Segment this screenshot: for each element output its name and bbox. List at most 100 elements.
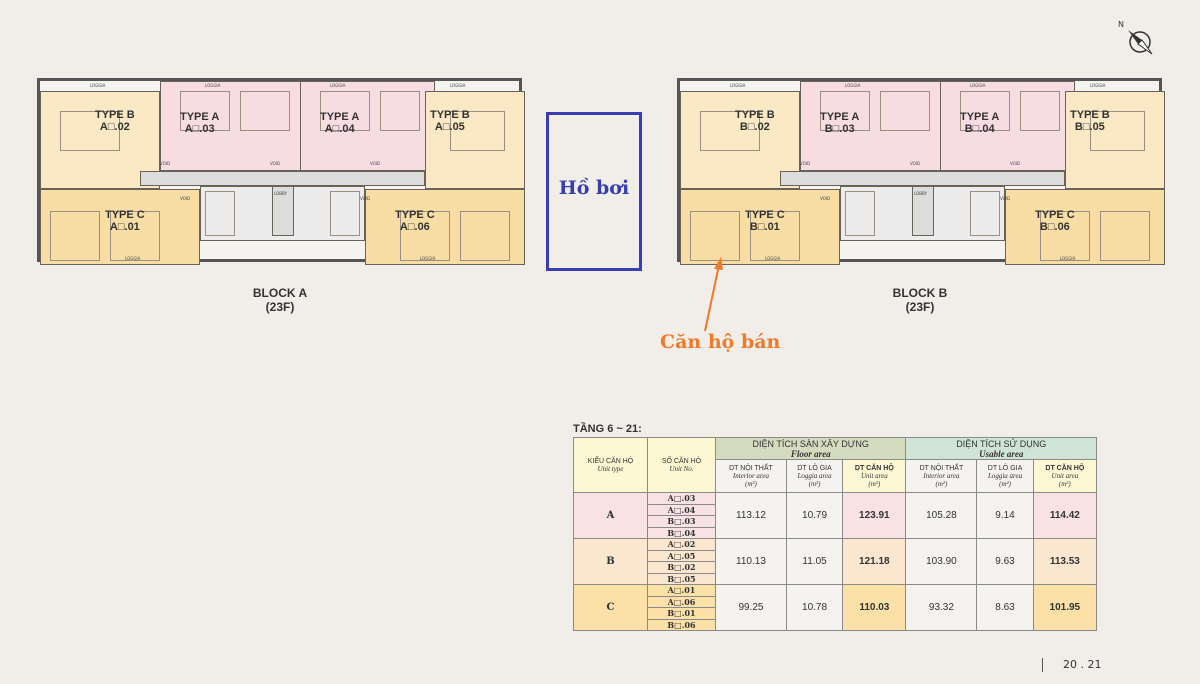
floor-area-cell: 113.12: [715, 492, 787, 539]
common-area: [780, 171, 1065, 186]
loggia-label: LOGGIA: [730, 83, 746, 88]
usable-area-cell: 93.32: [905, 584, 978, 631]
usable-area-cell: 8.63: [976, 584, 1034, 631]
void-label: VOID: [910, 161, 921, 166]
unit-no-cell: B□.04: [647, 526, 716, 539]
room: [700, 111, 760, 151]
room: [400, 211, 450, 261]
unit-type-cell: C: [573, 584, 648, 631]
room: [845, 191, 875, 236]
unit-no-cell: B□.03: [647, 515, 716, 528]
room: [690, 211, 740, 261]
room: [460, 211, 510, 261]
floor-area-cell: 110.03: [842, 584, 907, 631]
void-label: VOID: [270, 161, 281, 166]
loggia-label: LOGGIA: [765, 256, 781, 261]
room: [205, 191, 235, 236]
usable-area-cell: 101.95: [1032, 584, 1098, 631]
table-row: B□.01: [574, 607, 1097, 620]
void-label: VOID: [180, 196, 191, 201]
room: [1020, 91, 1060, 131]
loggia-label: LOGGIA: [845, 83, 861, 88]
unit-no-cell: A□.05: [647, 549, 716, 562]
unit-no-cell: A□.01: [647, 584, 716, 597]
room: [320, 91, 370, 131]
loggia-label: LOGGIA: [90, 83, 106, 88]
room: [110, 211, 160, 261]
lobby-label: LOBBY: [914, 191, 927, 196]
void-label: VOID: [820, 196, 831, 201]
divider: [1042, 658, 1043, 672]
table-row: B□.04: [574, 526, 1097, 539]
arrow-icon: [704, 257, 723, 332]
common-area: [912, 186, 934, 236]
room: [750, 211, 800, 261]
void-label: VOID: [360, 196, 371, 201]
loggia-label: LOGGIA: [330, 83, 346, 88]
room: [820, 91, 870, 131]
room: [1040, 211, 1090, 261]
loggia-label: LOGGIA: [970, 83, 986, 88]
table-row: B□.05: [574, 572, 1097, 585]
table-row: A□.05: [574, 549, 1097, 562]
table-row: B□.02: [574, 561, 1097, 574]
void-label: VOID: [1000, 196, 1011, 201]
void-label: VOID: [1010, 161, 1021, 166]
room: [380, 91, 420, 131]
unit-no-cell: A□.03: [647, 492, 716, 505]
compass-icon: N: [1118, 20, 1158, 60]
unit-no-cell: A□.02: [647, 538, 716, 551]
compass-north-label: N: [1118, 20, 1124, 29]
void-label: VOID: [370, 161, 381, 166]
room: [180, 91, 230, 131]
usable-area-cell: 103.90: [905, 538, 978, 585]
unit-u01: [40, 189, 200, 265]
unit-no-cell: B□.01: [647, 607, 716, 620]
loggia-label: LOGGIA: [450, 83, 466, 88]
loggia-label: LOGGIA: [1090, 83, 1106, 88]
table-title: TẦNG 6 ~ 21:: [573, 423, 642, 435]
usable-area-cell: 9.14: [976, 492, 1034, 539]
room: [880, 91, 930, 131]
lobby-label: LOBBY: [274, 191, 287, 196]
table-row: B□.06: [574, 618, 1097, 631]
for-sale-label: Căn hộ bán: [660, 331, 781, 353]
floor-area-cell: 10.79: [785, 492, 844, 539]
unit-no-cell: B□.05: [647, 572, 716, 585]
unit-u06: [1005, 189, 1165, 265]
usable-area-cell: 105.28: [905, 492, 978, 539]
table-row: A□.04: [574, 503, 1097, 516]
room: [60, 111, 120, 151]
common-area: [140, 171, 425, 186]
room: [1090, 111, 1145, 151]
usable-area-cell: 9.63: [976, 538, 1034, 585]
unit-u05: [1065, 91, 1165, 189]
unit-type-cell: B: [573, 538, 648, 585]
unit-u05: [425, 91, 525, 189]
unit-type-cell: A: [573, 492, 648, 539]
unit-u01: [680, 189, 840, 265]
floor-area-cell: 10.78: [785, 584, 844, 631]
loggia-label: LOGGIA: [420, 256, 436, 261]
